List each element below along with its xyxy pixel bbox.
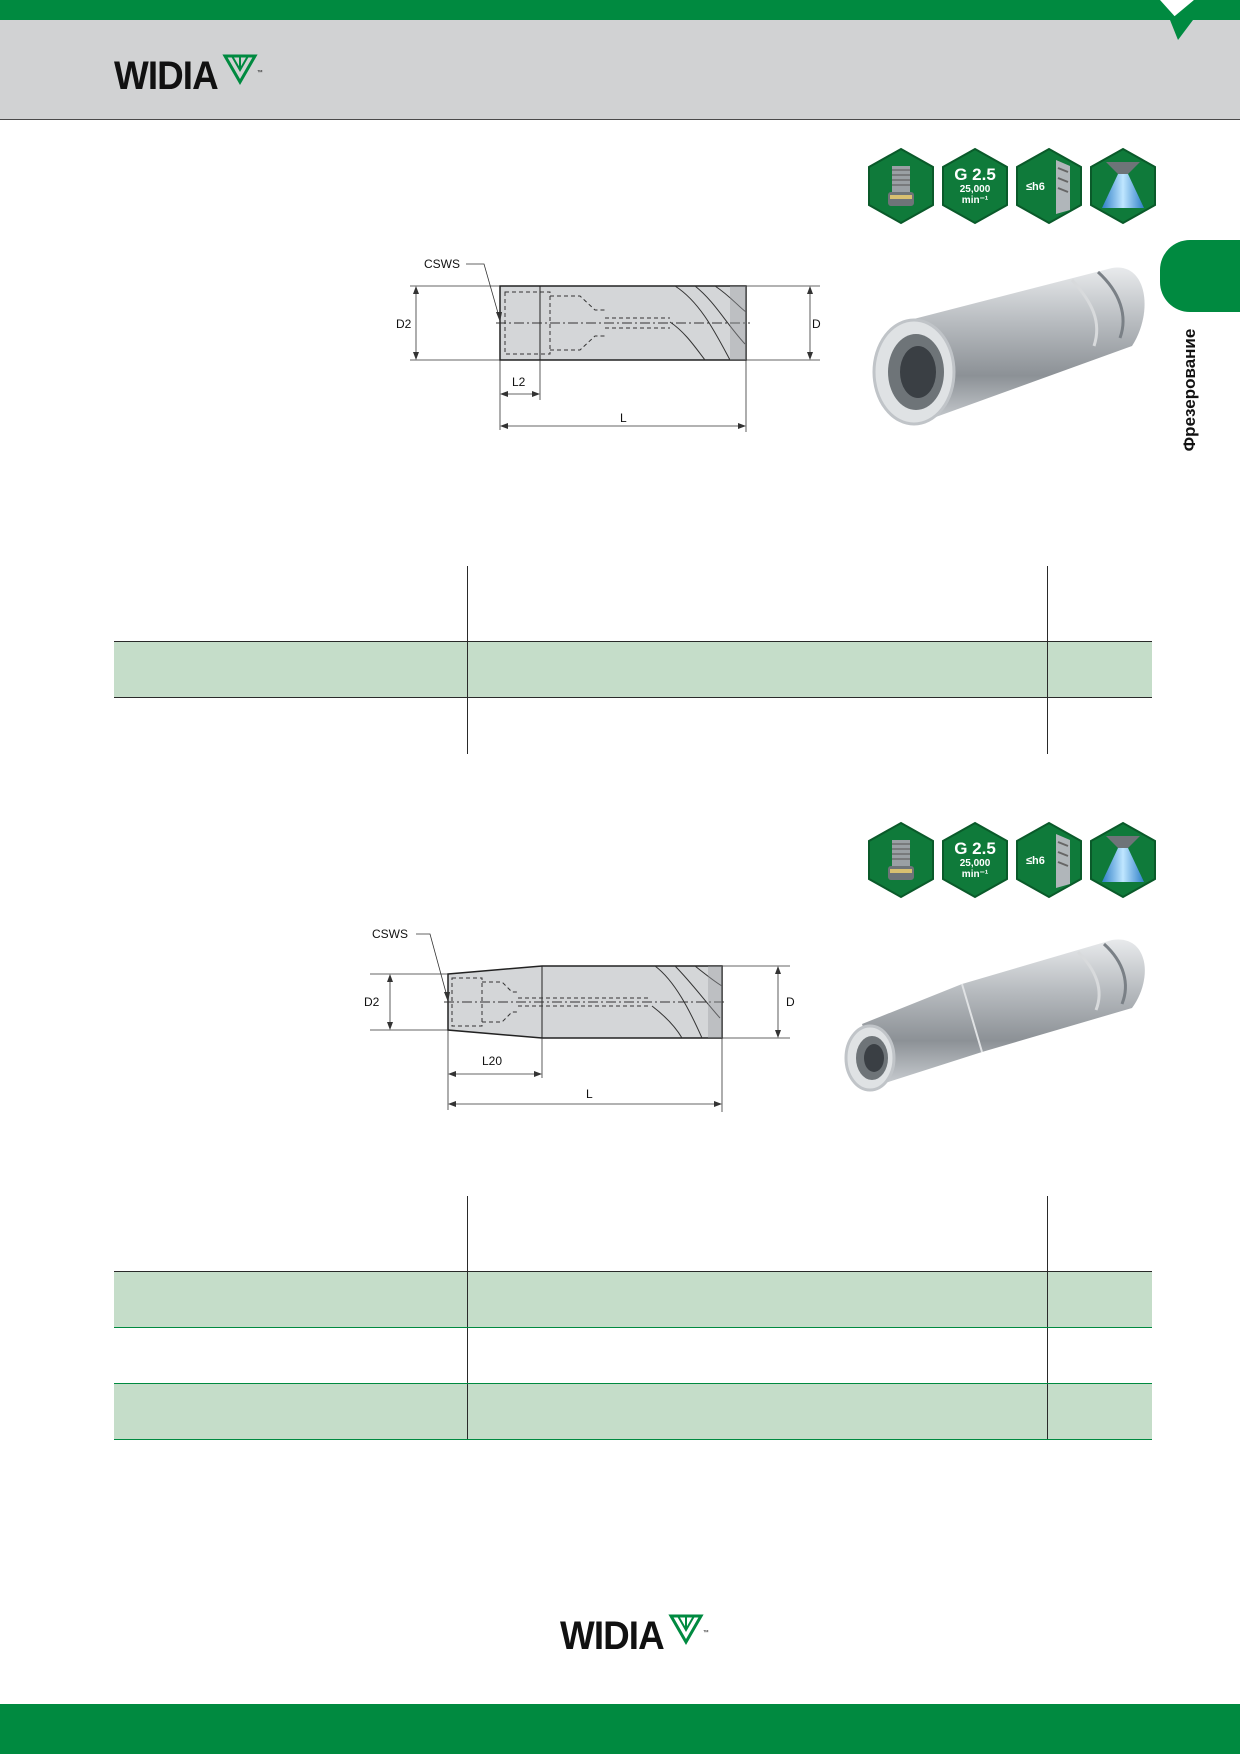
balance-icon: G 2.5 25,000 min⁻¹ (942, 821, 1008, 899)
shank-tolerance-icon: ≤h6 (1016, 821, 1082, 899)
d-label-1: D (812, 317, 821, 331)
tolerance-text: ≤h6 (1026, 180, 1045, 193)
table-row (114, 1328, 1152, 1384)
bottom-green-bar (0, 1704, 1240, 1754)
l-label-2: L (586, 1087, 593, 1101)
d2-label-2: D2 (364, 995, 380, 1009)
header-band: WIDIA ™ (0, 20, 1240, 120)
tolerance-text: ≤h6 (1026, 854, 1045, 867)
logo-wordmark: WIDIA (114, 54, 219, 98)
shank-tolerance-icon: ≤h6 (1016, 147, 1082, 225)
technical-drawing-2: D2 D CSWS L20 L (364, 927, 795, 1112)
section-tab-label: Фрезерование (1180, 328, 1199, 452)
logo-trademark: ™ (256, 70, 263, 76)
csws-label-2: CSWS (372, 927, 408, 941)
product-table-2 (114, 1196, 1152, 1440)
screw-connection-icon (868, 147, 934, 225)
header-logo: WIDIA ™ (114, 54, 263, 98)
logo-trademark: ™ (702, 1630, 709, 1636)
table-row (114, 1272, 1152, 1328)
d2-label-1: D2 (396, 317, 412, 331)
l-label-1: L (620, 411, 627, 425)
csws-label-1: CSWS (424, 257, 460, 271)
balance-unit-text: min⁻¹ (961, 869, 989, 880)
technical-drawing-1: D2 D CSWS L2 L (396, 257, 821, 432)
corner-notch-icon (1160, 0, 1208, 40)
section-tab[interactable] (1160, 240, 1240, 312)
coolant-through-icon (1090, 147, 1156, 225)
coolant-through-icon (1090, 821, 1156, 899)
table-header-row (114, 1196, 1152, 1272)
l20-label-2: L20 (482, 1054, 502, 1068)
balance-icon: G 2.5 25,000 min⁻¹ (942, 147, 1008, 225)
widia-triangle-icon (668, 1614, 704, 1649)
l2-label-1: L2 (512, 375, 526, 389)
screw-connection-icon (868, 821, 934, 899)
footer-logo: WIDIA ™ (560, 1614, 709, 1658)
balance-speed-text: 25,000 (959, 858, 991, 869)
balance-grade-text: G 2.5 (954, 165, 996, 184)
d-label-2: D (786, 995, 795, 1009)
product-table-1 (114, 566, 1152, 754)
feature-icons-2: G 2.5 25,000 min⁻¹ ≤h6 (868, 821, 1156, 899)
feature-icons-1: G 2.5 25,000 min⁻¹ ≤h6 (868, 147, 1156, 225)
table-row (114, 642, 1152, 698)
balance-speed-text: 25,000 (959, 184, 991, 195)
table-header-row (114, 566, 1152, 642)
balance-unit-text: min⁻¹ (961, 195, 989, 206)
balance-grade-text: G 2.5 (954, 839, 996, 858)
logo-wordmark: WIDIA (560, 1614, 665, 1658)
product-photo-1 (872, 267, 1145, 426)
product-photo-2 (844, 939, 1145, 1092)
widia-triangle-icon (222, 54, 258, 89)
table-row (114, 698, 1152, 754)
top-green-bar (0, 0, 1240, 20)
table-row (114, 1384, 1152, 1440)
